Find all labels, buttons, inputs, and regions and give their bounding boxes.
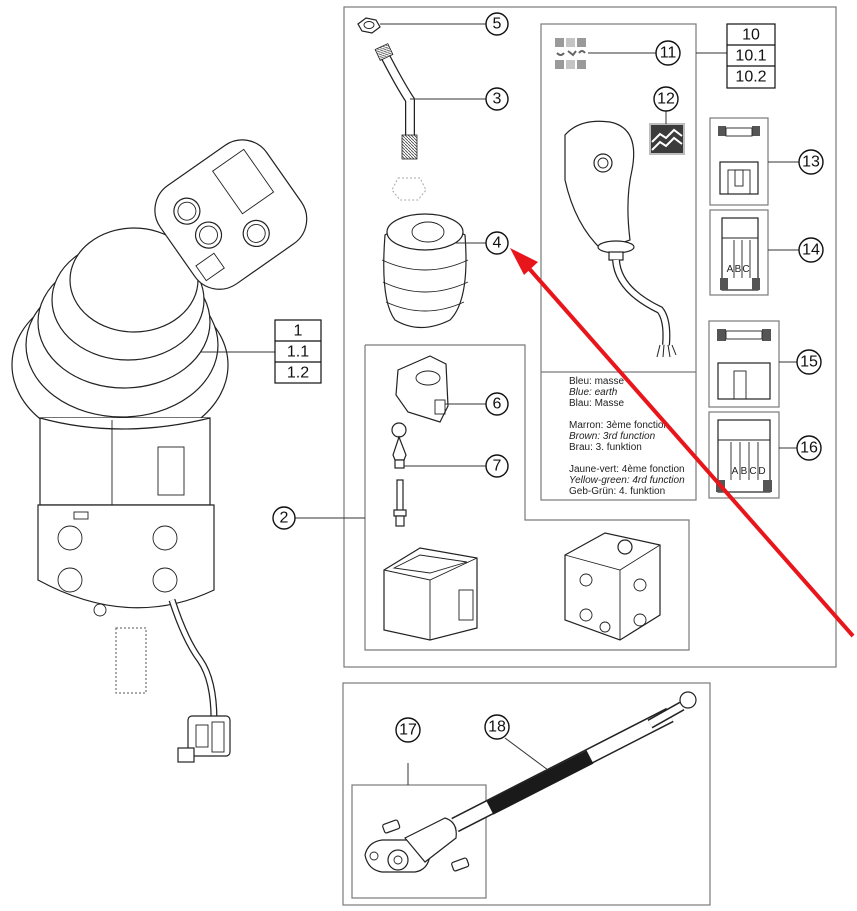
pin-c: C [749, 466, 756, 477]
legend-blue-en: Blue: earth [569, 387, 618, 398]
pin-d: D [758, 466, 765, 477]
callout-14: 14 [798, 237, 824, 263]
ref-1-2: 1.2 [287, 365, 309, 382]
callout-15: 15 [796, 349, 822, 375]
pin-c: C [742, 264, 749, 275]
svg-text:14: 14 [802, 242, 820, 259]
svg-text:4: 4 [493, 235, 502, 252]
svg-text:3: 3 [493, 91, 502, 108]
svg-text:11: 11 [660, 45, 677, 62]
svg-text:12: 12 [657, 91, 675, 108]
clamp-part [395, 355, 449, 423]
svg-text:13: 13 [802, 154, 820, 171]
main-parts-frame [343, 6, 837, 668]
nut-part [357, 17, 381, 34]
bushing-ghost [391, 177, 427, 201]
callout-2: 2 [272, 506, 296, 530]
pin-a: A [727, 264, 734, 275]
svg-text:2: 2 [280, 510, 289, 527]
callout-18: 18 [484, 714, 510, 740]
cable-frame [342, 682, 711, 906]
callout-13: 13 [798, 149, 824, 175]
connector-15-frame [708, 320, 780, 408]
callout-4: 5 [485, 12, 509, 36]
handle-frame [540, 23, 697, 501]
legend-brown-en: Brown: 3rd function [569, 431, 656, 442]
legend-blue-de: Blau: Masse [569, 398, 624, 409]
handle-grip-part [564, 120, 677, 358]
svg-text:18: 18 [488, 719, 506, 736]
ball-pin-part [391, 422, 407, 527]
direction-pictogram [555, 38, 586, 69]
callout-7: 7 [485, 454, 509, 478]
legend-brown-fr: Marron: 3ème fonction [569, 420, 669, 431]
ref-table-10: 10 10.1 10.2 [726, 23, 776, 89]
pin-b: B [741, 466, 748, 477]
reference-table-1: 1 1.1 1.2 [200, 319, 322, 384]
callout-6: 6 [485, 392, 509, 416]
connector-14-frame [709, 209, 769, 296]
connector-15-part [717, 329, 771, 400]
pin-b: B [735, 264, 742, 275]
callout-3: 3 [485, 87, 509, 111]
svg-text:17: 17 [399, 722, 417, 739]
ref-1: 1 [294, 323, 303, 340]
callout-12: 12 [653, 86, 679, 112]
callout-11: 11 [655, 40, 681, 66]
subassembly-2-frame [364, 344, 690, 651]
ref-10-2: 10.2 [735, 69, 766, 86]
ref-10-1: 10.1 [735, 48, 766, 65]
connector-14-part: A B C [720, 217, 760, 291]
svg-text:15: 15 [800, 354, 818, 371]
sensor-17-frame [351, 784, 487, 899]
connector-16-part: A B C D [716, 419, 772, 493]
legend-yellowgreen-de: Geb-Grün: 4. funktion [569, 486, 665, 497]
pin-a: A [732, 466, 739, 477]
svg-text:6: 6 [493, 396, 502, 413]
legend-yellowgreen-en: Yellow-green: 4rd function [569, 475, 685, 486]
boot-part [381, 213, 469, 329]
red-annotation-arrow [510, 248, 855, 638]
callout-16: 16 [796, 435, 822, 461]
svg-text:16: 16 [800, 440, 818, 457]
legend-yellowgreen-fr: Jaune-vert: 4ème fonction [569, 464, 685, 475]
ref-1-1: 1.1 [287, 344, 309, 361]
connector-13-part [718, 126, 760, 195]
wire-color-legend: Bleu: masse Blue: earth Blau: Masse Marr… [569, 376, 685, 497]
ref-10: 10 [742, 27, 760, 44]
legend-brown-de: Brau: 3. funktion [569, 442, 642, 453]
legend-blue-fr: Bleu: masse [569, 376, 624, 387]
lever-part [374, 43, 418, 160]
housing-open-part [383, 547, 478, 641]
housing-closed-part [564, 532, 661, 641]
callout-17: 17 [395, 717, 421, 743]
proportional-icon [649, 123, 685, 155]
connector-16-frame [708, 411, 780, 499]
cable-part [451, 691, 697, 833]
sensor-part [364, 817, 470, 873]
callout-5: 4 [485, 231, 509, 255]
svg-text:7: 7 [493, 458, 502, 475]
svg-text:5: 5 [493, 16, 502, 33]
joystick-assembly [11, 139, 308, 763]
